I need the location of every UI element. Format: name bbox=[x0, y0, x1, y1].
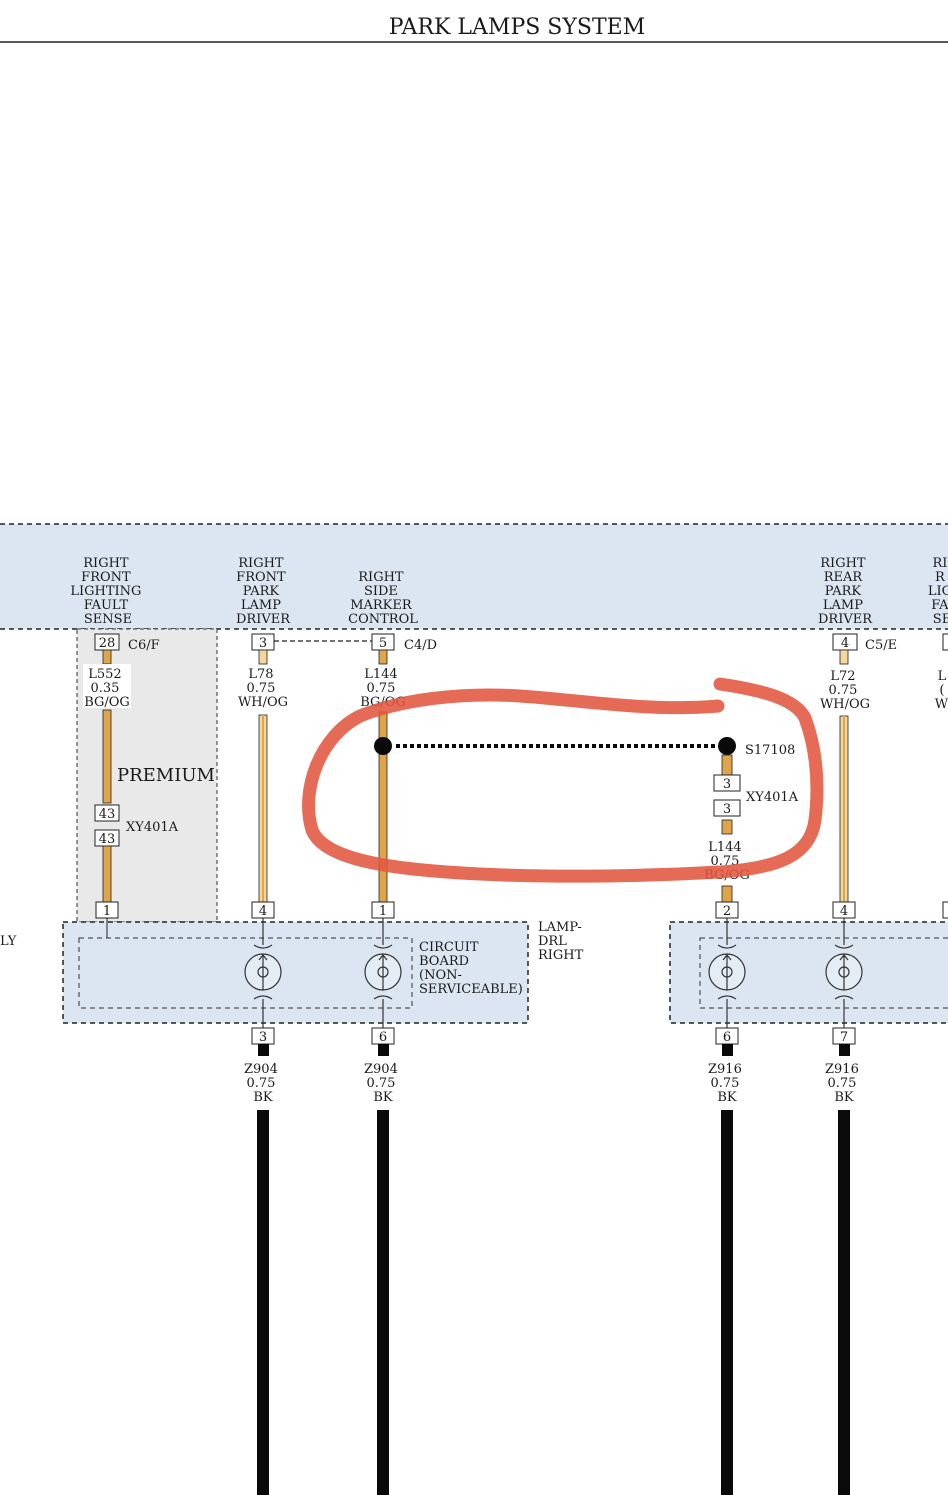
label-partial-right-edge: RI R LIG FA SE bbox=[928, 556, 948, 627]
pin-1b: 1 bbox=[379, 904, 387, 919]
circuit-board-inner bbox=[78, 937, 413, 1009]
wire-z904b-stub bbox=[378, 1044, 389, 1056]
wire-l144a-top bbox=[378, 649, 388, 665]
bulb-right-2 bbox=[825, 918, 863, 1028]
circuit-board-label: CIRCUIT BOARD (NON- SERVICEABLE) bbox=[419, 940, 523, 997]
wire-z904a-label: Z904 0.75 BK bbox=[244, 1062, 282, 1105]
pin-3r1: 3 bbox=[723, 777, 731, 792]
bulb-left-1 bbox=[244, 918, 282, 1028]
label-right-side-marker-control: RIGHT SIDE MARKER CONTROL bbox=[348, 570, 418, 627]
premium-label: PREMIUM bbox=[117, 765, 215, 786]
wire-z916b-label: Z916 0.75 BK bbox=[825, 1062, 863, 1105]
wire-l78-top bbox=[258, 649, 268, 665]
wire-z916b bbox=[838, 1110, 850, 1495]
lamp-module-right-inner bbox=[699, 937, 948, 1009]
pin-43a-box bbox=[94, 804, 120, 822]
label-right-front-lighting-fault-sense: RIGHT FRONT LIGHTING FAULT SENSE bbox=[70, 556, 145, 627]
wire-z916a-label: Z916 0.75 BK bbox=[708, 1062, 746, 1105]
wire-z916b-stub bbox=[839, 1044, 850, 1056]
label-right-front-park-lamp-driver: RIGHT FRONT PARK LAMP DRIVER bbox=[236, 556, 291, 627]
wire-partial-label: L ( WI bbox=[935, 669, 948, 712]
pin-28: 28 bbox=[99, 636, 116, 651]
pin-6a: 6 bbox=[379, 1030, 387, 1045]
wire-z904b-label: Z904 0.75 BK bbox=[364, 1062, 402, 1105]
red-annotation-loop bbox=[302, 677, 824, 883]
connector-c5e: C5/E bbox=[865, 638, 897, 653]
connector-xy401a-left: XY401A bbox=[126, 820, 179, 835]
connector-xy401a-right: XY401A bbox=[746, 790, 799, 805]
pin-4-top: 4 bbox=[841, 636, 849, 651]
pin-7: 7 bbox=[840, 1030, 848, 1045]
pin-43a: 43 bbox=[99, 807, 116, 822]
wire-z916a bbox=[721, 1110, 733, 1495]
pin-partial-box bbox=[942, 633, 948, 651]
wire-l144b-lower bbox=[721, 885, 733, 903]
wire-l72-label: L72 0.75 WH/OG bbox=[820, 669, 870, 712]
wire-l78-label: L78 0.75 WH/OG bbox=[238, 667, 288, 710]
pin-3c: 3 bbox=[259, 1030, 267, 1045]
lamp-module-left bbox=[62, 921, 529, 1024]
pin-3-top: 3 bbox=[259, 636, 267, 651]
wire-l552-label: L552 0.35 BG/OG bbox=[84, 667, 130, 710]
lamp-drl-right-label: LAMP- DRL RIGHT bbox=[538, 920, 586, 963]
splice-s17108: S17108 bbox=[745, 743, 795, 758]
connector-c4d: C4/D bbox=[404, 638, 437, 653]
wire-l144b-upper bbox=[721, 819, 733, 835]
wire-l552-label-bg bbox=[83, 664, 131, 708]
label-right-rear-park-lamp-driver: RIGHT REAR PARK LAMP DRIVER bbox=[818, 556, 873, 627]
bulb-right-1 bbox=[708, 918, 746, 1028]
wire-l72-top bbox=[839, 649, 849, 665]
pin-43b: 43 bbox=[99, 832, 116, 847]
pin-6b: 6 bbox=[723, 1030, 731, 1045]
wire-s17108-stub bbox=[721, 754, 733, 776]
bulb-left-2 bbox=[364, 918, 402, 1028]
pin-1a: 1 bbox=[103, 904, 111, 919]
pin-4b: 4 bbox=[259, 904, 267, 919]
module-band bbox=[0, 524, 948, 629]
left-edge-text: LY bbox=[0, 934, 17, 949]
pin-partial-lower-box bbox=[942, 901, 948, 919]
wire-z904a-stub bbox=[258, 1044, 269, 1056]
splice-dot-right bbox=[718, 737, 736, 755]
connector-c6f: C6/F bbox=[128, 638, 160, 653]
pin-5: 5 bbox=[379, 636, 387, 651]
wire-l552-top bbox=[102, 649, 112, 665]
pin-2: 2 bbox=[723, 904, 731, 919]
wire-l552 bbox=[102, 709, 112, 804]
pin-3r2-box bbox=[713, 799, 741, 817]
page-title: PARK LAMPS SYSTEM bbox=[389, 15, 645, 40]
pin-4c: 4 bbox=[840, 904, 848, 919]
wire-z904a bbox=[257, 1110, 269, 1495]
wire-z904b bbox=[377, 1110, 389, 1495]
wire-z916a-stub bbox=[722, 1044, 733, 1056]
wire-l552-lower bbox=[102, 845, 112, 903]
pin-3r2: 3 bbox=[723, 802, 731, 817]
pin-3r1-box bbox=[713, 774, 741, 792]
splice-dot-left bbox=[374, 737, 392, 755]
